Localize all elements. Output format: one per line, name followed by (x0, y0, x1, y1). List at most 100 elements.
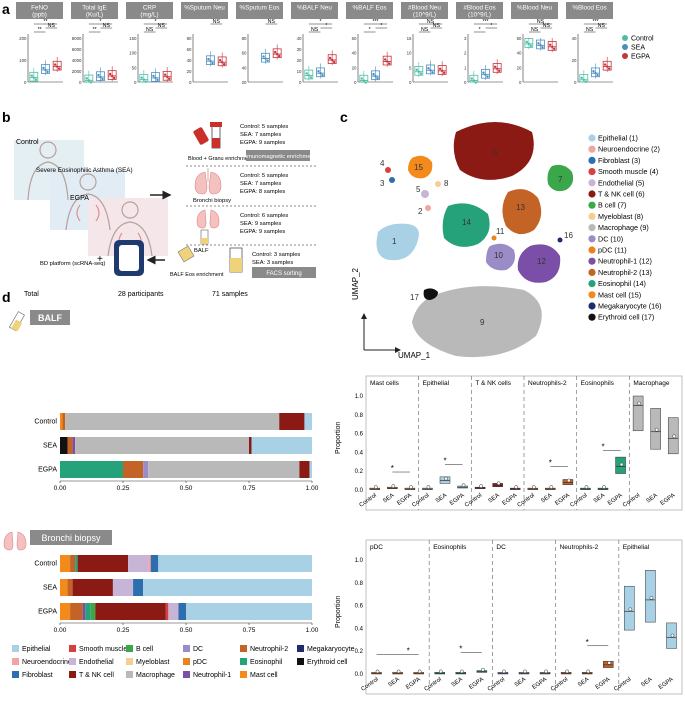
panel-a-point (57, 67, 61, 70)
stacked-bar-segment (70, 603, 83, 620)
panel-a-point (305, 72, 309, 75)
facet-x-tick-label: EGPA (396, 493, 413, 507)
facet-y-label: Proportion (335, 596, 342, 628)
facet-x-tick-label: EGPA (405, 677, 422, 691)
facet-point (479, 484, 483, 488)
umap-legend-swatch (588, 313, 596, 321)
balf-samples-1: SEA: 9 samples (240, 221, 281, 227)
stacked-bar-segment (143, 461, 149, 478)
facs-box (252, 267, 316, 278)
panel-a-y-tick: 6000 (72, 47, 82, 52)
panel-a-sig-label: NS (213, 19, 221, 25)
panel-a-point (376, 76, 379, 80)
panel-b-workflow: Control Severe Eosinophilic Asthma (SEA)… (14, 122, 318, 298)
panel-a-header-label: Total IgE (82, 5, 107, 12)
panel-a-y-tick: 20 (572, 58, 577, 63)
cell-type-legend-label: Fibroblast (22, 672, 53, 679)
biopsy-title: Bronchi biopsy (41, 533, 101, 543)
stacked-bar-segment (168, 603, 179, 620)
panel-a-point (167, 77, 171, 80)
panel-a-point (362, 79, 366, 82)
facet-x-tick-label: EGPA (531, 677, 548, 691)
stacked-bar-segment (60, 603, 71, 620)
panel-a-header-label: CRP (143, 5, 156, 12)
umap-legend-label: Smooth muscle (4) (598, 167, 658, 176)
panel-a-box (52, 60, 62, 71)
panel-a-header-unit: (10^9/L) (413, 12, 436, 19)
umap-legend-swatch (588, 179, 596, 187)
sea-label-line: Severe Eosinophilic Asthma (SEA) (36, 167, 133, 174)
panel-a-point (319, 72, 322, 75)
panel-a-point (142, 78, 146, 81)
panel-a-point (497, 69, 501, 73)
plus-sign: + (97, 254, 103, 265)
panel-a-y-tick: 60 (242, 51, 247, 56)
facet-point (602, 485, 606, 489)
panel-a-sig-label: NS (48, 23, 56, 29)
panel-a-box (359, 74, 369, 83)
cell-type-legend-label: Neuroendocrine (22, 659, 72, 666)
stacked-bar-segment (251, 437, 312, 454)
umap-legend-swatch (588, 145, 596, 153)
panel-a-header-box (181, 2, 228, 19)
panel-a-point (209, 59, 212, 63)
panel-a-point (486, 75, 489, 78)
panel-a-legend-swatch (622, 44, 628, 50)
panel-a-point (552, 47, 556, 50)
panel-a-sig-label: * (325, 23, 327, 29)
panel-a-header-box (401, 2, 448, 19)
blood-label: Blood + Granu enrichment (188, 156, 253, 162)
panel-a-box (316, 67, 325, 78)
panel-a-point (55, 65, 59, 68)
panel-a-box (602, 60, 612, 71)
panel-a-point (32, 76, 36, 79)
panel-a-box (579, 74, 589, 83)
stacked-bar-segment (62, 413, 66, 430)
panel-a-box (217, 56, 227, 67)
cell-type-legend-label: Smooth muscle (79, 646, 127, 653)
facet-point (607, 661, 612, 665)
panel-a-point (529, 44, 533, 48)
cell-type-legend-label: Eosinophil (250, 659, 283, 666)
facet-point (649, 596, 654, 600)
facet-frame (365, 539, 683, 695)
stacked-bar-segment (123, 461, 144, 478)
stacked-bar-segment (75, 555, 78, 572)
facet-point (628, 607, 633, 612)
panel-a-box (327, 54, 337, 64)
facet-title: pDC (370, 544, 383, 551)
umap-legend-swatch (588, 156, 596, 164)
panel-a-y-tick: 0 (79, 80, 82, 85)
panel-a-header-unit: (ppb) (32, 12, 47, 19)
panel-a-sig-label: NS (311, 27, 319, 33)
cluster-number-14: 14 (462, 218, 471, 227)
panel-a-point (42, 66, 45, 70)
facet-x-tick-label: SEA (540, 493, 553, 505)
panel-a-point (605, 65, 609, 68)
panel-a-box (151, 72, 160, 82)
panel-a-y-tick: 1 (464, 65, 467, 70)
umap-legend-label: Fibroblast (3) (598, 156, 640, 165)
facet-point (514, 485, 519, 489)
cell-type-legend-swatch (126, 645, 133, 652)
panel-a-sig-label: NS (103, 23, 111, 29)
facet-x-tick-label: Control (360, 677, 379, 693)
facet-title: T & NK cells (475, 380, 511, 387)
panel-a-point (220, 61, 224, 64)
balf-label: BALF (194, 248, 209, 254)
stacked-bar-x-tick-label: 0.75 (243, 485, 256, 492)
blood-samples-1: SEA: 7 samples (240, 132, 281, 138)
facet-x-tick-label: Control (464, 493, 483, 509)
umap-legend-label: Neutrophil-1 (12) (598, 257, 652, 266)
stacked-bar-segment (60, 413, 63, 430)
panel-a-header-label: %Blood Eos (572, 5, 606, 12)
facet-point (672, 434, 677, 439)
panel-a-box (426, 64, 435, 75)
panel-a-header-box (16, 2, 63, 19)
facet-x-tick-label: Control (359, 493, 378, 509)
cell-type-legend-swatch (126, 658, 133, 665)
panel-label-a: a (2, 1, 10, 17)
umap-legend-label: Epithelial (1) (598, 134, 638, 143)
cluster-2-blob (425, 205, 431, 211)
